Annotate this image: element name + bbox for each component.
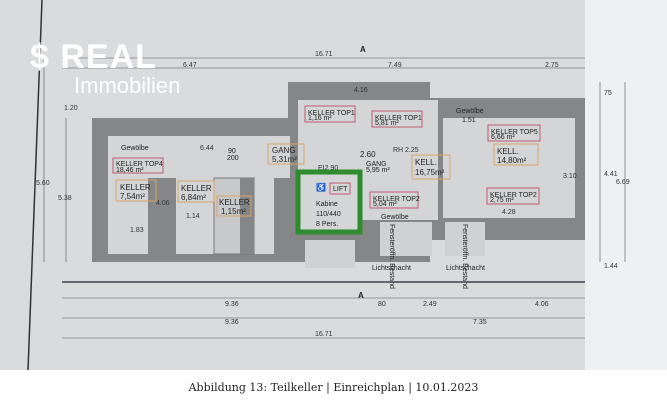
dim-left-inner: 5.38 (58, 195, 72, 202)
sparkasse-s-icon: $ (30, 38, 50, 76)
room-label: KELLER TOP5 (491, 129, 538, 136)
dim-top-right: 2.75 (545, 62, 559, 69)
dim-inner: 3.10 (563, 173, 577, 180)
room-area: 5,81 m² (375, 120, 399, 127)
room-area: 6,84m² (181, 193, 206, 202)
dim-top-inner: 4.16 (354, 87, 368, 94)
room-label: KELLER TOP2 (490, 192, 537, 199)
room-label: KELLER TOP1 (375, 115, 422, 122)
room-area: 1,15m² (221, 207, 246, 216)
lift-size: 110/440 (316, 211, 341, 218)
section-marker: A (358, 291, 364, 300)
section-marker: A (360, 45, 366, 54)
dim-bottom: 2.49 (423, 301, 437, 308)
dim-bottom: 9.36 (225, 319, 239, 326)
light-shaft (380, 222, 432, 256)
dim-left-outer: 5.60 (36, 180, 50, 187)
dim-right-top: 75 (604, 90, 612, 97)
dim-inner: 2.60 (360, 150, 376, 159)
dim-top-mid: 7.49 (388, 62, 402, 69)
room-area: 14,80m² (497, 156, 527, 165)
dim-inner: 4.28 (502, 209, 516, 216)
room-area: 6,66 m² (491, 134, 515, 141)
room-label: KELLER TOP4 (116, 161, 163, 168)
door-label: 90 (228, 148, 236, 155)
room-area: 7,54m² (120, 192, 145, 201)
window-label: Fensteröffn. Bestand (388, 224, 395, 289)
door-label: 200 (227, 155, 239, 162)
room-area: 18,46 m² (116, 167, 144, 174)
room-label: Gewölbe (456, 108, 484, 115)
room-height: RH 2.25 (393, 147, 419, 154)
lift-cabin: Kabine (316, 201, 338, 208)
light-shaft-area (305, 240, 355, 268)
dim-top-total: 16.71 (315, 51, 333, 58)
dim-inner: 6.44 (200, 145, 214, 152)
window-label: Fensteröffn. Bestand (461, 224, 468, 289)
dim-right-bottom: 1.44 (604, 263, 618, 270)
room-area: 5,95 m² (366, 167, 390, 174)
room-area: 5,04 m² (373, 201, 397, 208)
logo-text: REAL (60, 38, 157, 76)
room-label: KELLER TOP2 (373, 196, 420, 203)
dim-top-left: 6.47 (183, 62, 197, 69)
room-label: KELL. (415, 158, 437, 167)
room-area: 5,31m² (272, 155, 297, 164)
room-label: KELLER TOP1 (308, 110, 355, 117)
room-area: 1.51 (462, 117, 476, 124)
room-label: KELLER (120, 183, 151, 192)
room-label: Gewölbe (121, 145, 149, 152)
dim-bottom-total: 16.71 (315, 331, 333, 338)
room-label: KELL. (497, 147, 519, 156)
floor-plan: A A 16.71 6.47 7.49 2.75 4.16 5.60 5.38 … (0, 0, 667, 370)
inner-wall (274, 178, 292, 254)
light-shaft-label: Lichtschacht (372, 265, 411, 272)
logo: $ REAL Immobilien (30, 40, 180, 98)
dimension-lines (43, 57, 626, 339)
left-wing-floor (108, 136, 290, 254)
wheelchair-icon: ♿ (316, 182, 326, 192)
light-shaft (445, 222, 485, 256)
dim-inner: 1.14 (186, 213, 200, 220)
dim-bottom: 7.35 (473, 319, 487, 326)
room-label: KELLER (219, 198, 250, 207)
room-label: GANG (272, 146, 296, 155)
lift-label: LIFT (333, 186, 348, 193)
paper-margin (585, 0, 667, 370)
dim-inner: 4.06 (156, 200, 170, 207)
fire-door-label: EI2 90 (318, 165, 338, 172)
figure-caption: Abbildung 13: Teilkeller | Einreichplan … (188, 381, 479, 394)
room-area: 1,16 m² (308, 115, 332, 122)
lift-persons: 8 Pers. (316, 221, 338, 228)
room-area: 2,75 m² (490, 197, 514, 204)
logo-main: $ REAL (30, 40, 180, 74)
lift-shaft (295, 169, 363, 235)
light-shaft-label: Lichtschacht (446, 265, 485, 272)
logo-sub: Immobilien (74, 73, 181, 98)
dim-bottom: 80 (378, 301, 386, 308)
dim-bottom: 9.36 (225, 301, 239, 308)
room-area: 16,75m² (415, 168, 445, 177)
dim-right-mid: 4.41 (604, 171, 618, 178)
right-floor (443, 118, 575, 218)
room-label: GANG (366, 161, 387, 168)
dim-right-total: 6.69 (616, 179, 630, 186)
dim-bottom: 4.06 (535, 301, 549, 308)
dim-inner: 1.83 (130, 227, 144, 234)
dim-left-top: 1.20 (64, 105, 78, 112)
room-label: Gewölbe (381, 214, 409, 221)
room-label: KELLER (181, 184, 212, 193)
lift-label-box (329, 182, 351, 195)
stair-wall (148, 178, 176, 254)
border-line (27, 0, 43, 370)
